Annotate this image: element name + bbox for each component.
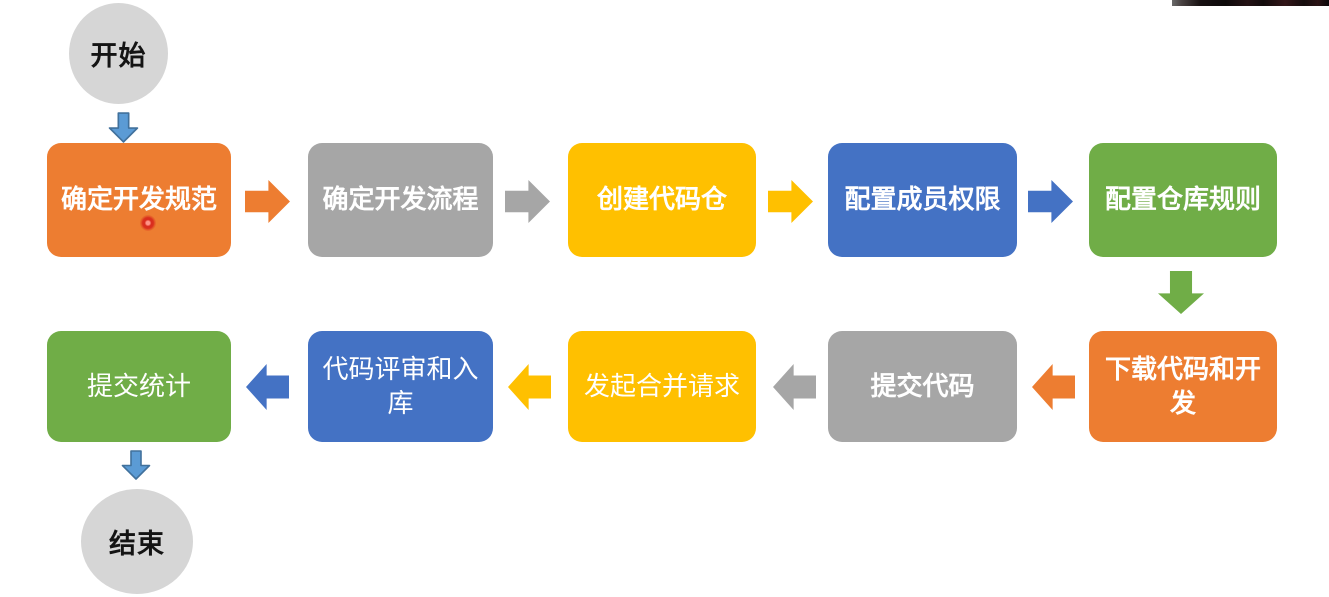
step-box-commit-code: 提交代码 xyxy=(828,331,1017,442)
arrow-left-icon xyxy=(246,364,289,410)
camera-video-strip xyxy=(1172,0,1329,6)
end-node: 结束 xyxy=(81,489,193,594)
step-box-commit-statistics: 提交统计 xyxy=(47,331,231,442)
step-box-configure-member-permissions: 配置成员权限 xyxy=(828,143,1017,257)
step-label: 配置仓库规则 xyxy=(1104,184,1261,215)
start-node-label: 开始 xyxy=(90,41,147,71)
arrow-left-icon xyxy=(773,364,816,410)
arrow-down-icon xyxy=(108,112,139,143)
step-label: 提交统计 xyxy=(86,370,191,401)
end-node-label: 结束 xyxy=(109,529,165,559)
step-label: 创建代码仓 xyxy=(596,184,727,215)
step-box-code-review-and-merge: 代码评审和入库 xyxy=(308,331,493,442)
step-label: 提交代码 xyxy=(870,370,975,401)
step-box-define-dev-process: 确定开发流程 xyxy=(308,143,493,257)
step-box-create-repo: 创建代码仓 xyxy=(568,143,756,257)
arrow-down-icon xyxy=(121,450,151,480)
step-box-download-code-and-develop: 下载代码和开发 xyxy=(1089,331,1277,442)
step-box-define-dev-standards: 确定开发规范 xyxy=(47,143,231,257)
step-label: 代码评审和入库 xyxy=(322,353,479,418)
start-node: 开始 xyxy=(69,3,168,104)
arrow-right-icon xyxy=(1028,180,1073,223)
step-box-create-merge-request: 发起合并请求 xyxy=(568,331,756,442)
arrow-right-icon xyxy=(768,180,813,223)
step-label: 确定开发流程 xyxy=(322,184,479,215)
arrow-right-icon xyxy=(505,180,550,223)
step-label: 发起合并请求 xyxy=(583,370,740,401)
laser-pointer-dot xyxy=(140,215,156,231)
step-label: 下载代码和开发 xyxy=(1104,353,1261,418)
step-box-configure-repo-rules: 配置仓库规则 xyxy=(1089,143,1277,257)
arrow-left-icon xyxy=(508,364,551,410)
step-label: 确定开发规范 xyxy=(60,184,217,215)
arrow-right-icon xyxy=(245,180,290,223)
arrow-left-icon xyxy=(1032,364,1075,410)
arrow-down-icon xyxy=(1158,271,1204,314)
step-label: 配置成员权限 xyxy=(844,184,1001,215)
